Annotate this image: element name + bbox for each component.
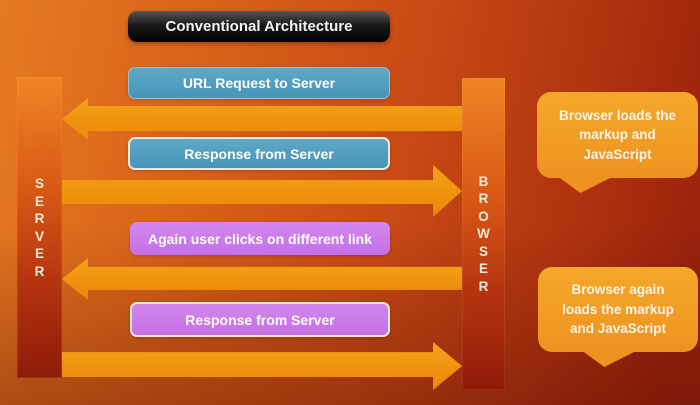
callout-browser-again-loads: Browser again loads the markup and JavaS… [538, 267, 698, 352]
callout-browser-again-loads-text: Browser again loads the markup and JavaS… [562, 280, 674, 339]
url-request-arrow-left-icon [62, 98, 462, 140]
callout-line: JavaScript [583, 146, 652, 162]
again-request-arrow-left-icon [62, 258, 462, 300]
callout-line: and JavaScript [569, 321, 667, 337]
callout-line: loads the markup [562, 301, 674, 317]
flow-box-url-request: URL Request to Server [128, 67, 390, 99]
callout-browser-loads: Browser loads the markup and JavaScript [537, 92, 698, 178]
server-response-arrow-2-right-icon [62, 342, 462, 390]
server-response-arrow-right-icon [62, 165, 462, 217]
flow-box-again-click: Again user clicks on different link [130, 222, 390, 255]
callout-browser-loads-text: Browser loads the markup and JavaScript [559, 106, 676, 165]
callout-tail-icon [557, 176, 614, 193]
callout-line: markup and [579, 127, 656, 143]
flow-box-response-1: Response from Server [128, 137, 390, 170]
diagram-title: Conventional Architecture [128, 11, 390, 42]
callout-line: Browser loads the [558, 107, 677, 123]
callout-tail-icon [581, 350, 638, 367]
flow-box-response-2: Response from Server [130, 302, 390, 337]
callout-line: Browser again [571, 282, 665, 298]
